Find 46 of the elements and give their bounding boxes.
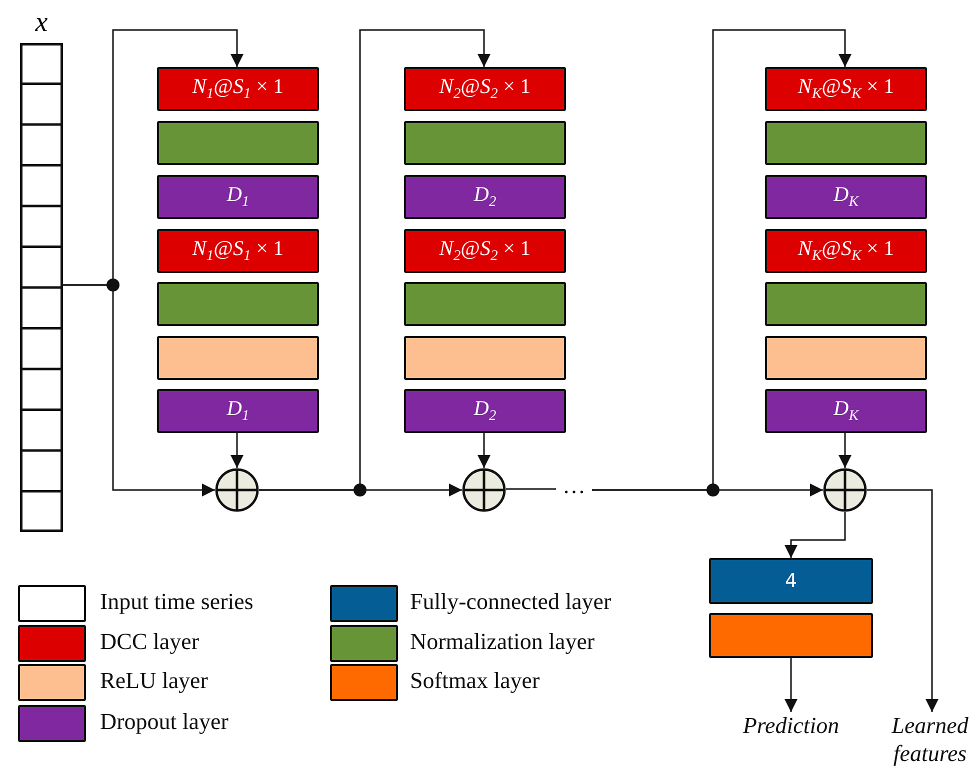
legend-label: Fully-connected layer	[410, 589, 612, 615]
legend-label: Input time series	[100, 589, 254, 615]
normalization-layer	[157, 282, 319, 326]
dropout-layer: D$_{2}$	[404, 175, 566, 219]
fully-connected-layer: 4	[709, 558, 873, 604]
sum-circle	[462, 468, 506, 512]
dropout-layer: D$_{1}$	[157, 389, 319, 433]
normalization-layer	[765, 121, 927, 165]
dcc-layer: N$_{2}$@S$_{2}$ × 1	[404, 67, 566, 111]
legend-label: Softmax layer	[410, 668, 540, 694]
dropout-layer: D$_{2}$	[404, 389, 566, 433]
relu-layer	[404, 336, 566, 380]
dropout-layer: D$_{1}$	[157, 175, 319, 219]
normalization-layer	[765, 282, 927, 326]
sum-circle	[823, 468, 867, 512]
dropout-layer: D$_{K}$	[765, 175, 927, 219]
dcc-layer: N$_{2}$@S$_{2}$ × 1	[404, 229, 566, 273]
legend-label: Normalization layer	[410, 629, 595, 655]
softmax-layer	[709, 613, 873, 658]
arrow	[784, 512, 846, 558]
arrow	[63, 284, 215, 496]
output-label: Learned features	[890, 712, 970, 768]
variable-label: x	[34, 8, 49, 38]
relu-layer	[157, 336, 319, 380]
legend-label: Dropout layer	[100, 709, 228, 735]
arrow	[478, 433, 490, 468]
arrow	[259, 484, 462, 496]
output-label: Prediction	[742, 712, 840, 740]
relu-layer	[765, 336, 927, 380]
dcc-layer: N$_{K}$@S$_{K}$ × 1	[765, 229, 927, 273]
arrow	[592, 484, 823, 496]
dcc-layer: N$_{K}$@S$_{K}$ × 1	[765, 67, 927, 111]
arrow	[784, 658, 798, 712]
arrow	[867, 489, 938, 712]
normalization-layer	[404, 121, 566, 165]
sum-circle	[215, 468, 259, 512]
dcc-layer: N$_{1}$@S$_{1}$ × 1	[157, 229, 319, 273]
arrow	[838, 433, 852, 468]
normalization-layer	[157, 121, 319, 165]
legend-label: DCC layer	[100, 629, 200, 655]
ellipsis: …	[562, 472, 586, 500]
dropout-layer: D$_{K}$	[765, 389, 927, 433]
arrow	[230, 433, 244, 468]
legend-label: ReLU layer	[100, 668, 208, 694]
dcc-layer: N$_{1}$@S$_{1}$ × 1	[157, 67, 319, 111]
normalization-layer	[404, 282, 566, 326]
